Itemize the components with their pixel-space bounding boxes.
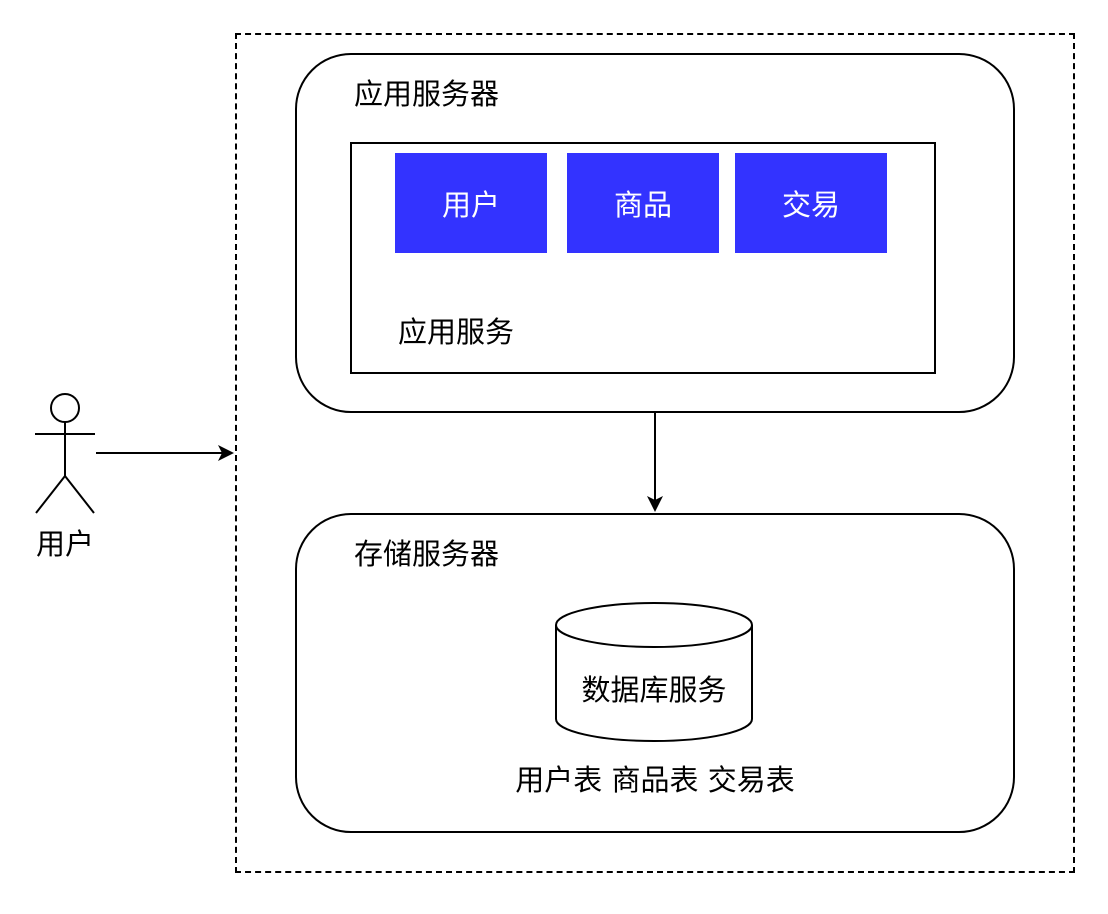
tables-label: 用户表 商品表 交易表 — [515, 763, 795, 797]
module-user: 用户 — [395, 153, 547, 253]
actor-arrowhead-icon — [218, 445, 234, 461]
app-service-label: 应用服务 — [398, 315, 515, 349]
actor-label: 用户 — [35, 527, 94, 561]
app-service-box — [350, 142, 936, 374]
module-product: 商品 — [567, 153, 719, 253]
storage-server-title: 存储服务器 — [354, 537, 500, 571]
database-cylinder-icon — [555, 602, 753, 742]
database-label: 数据库服务 — [581, 673, 727, 707]
user-actor-icon — [35, 393, 95, 514]
system-boundary — [235, 33, 1075, 873]
module-trade: 交易 — [735, 153, 887, 253]
app-server-title: 应用服务器 — [354, 77, 500, 111]
